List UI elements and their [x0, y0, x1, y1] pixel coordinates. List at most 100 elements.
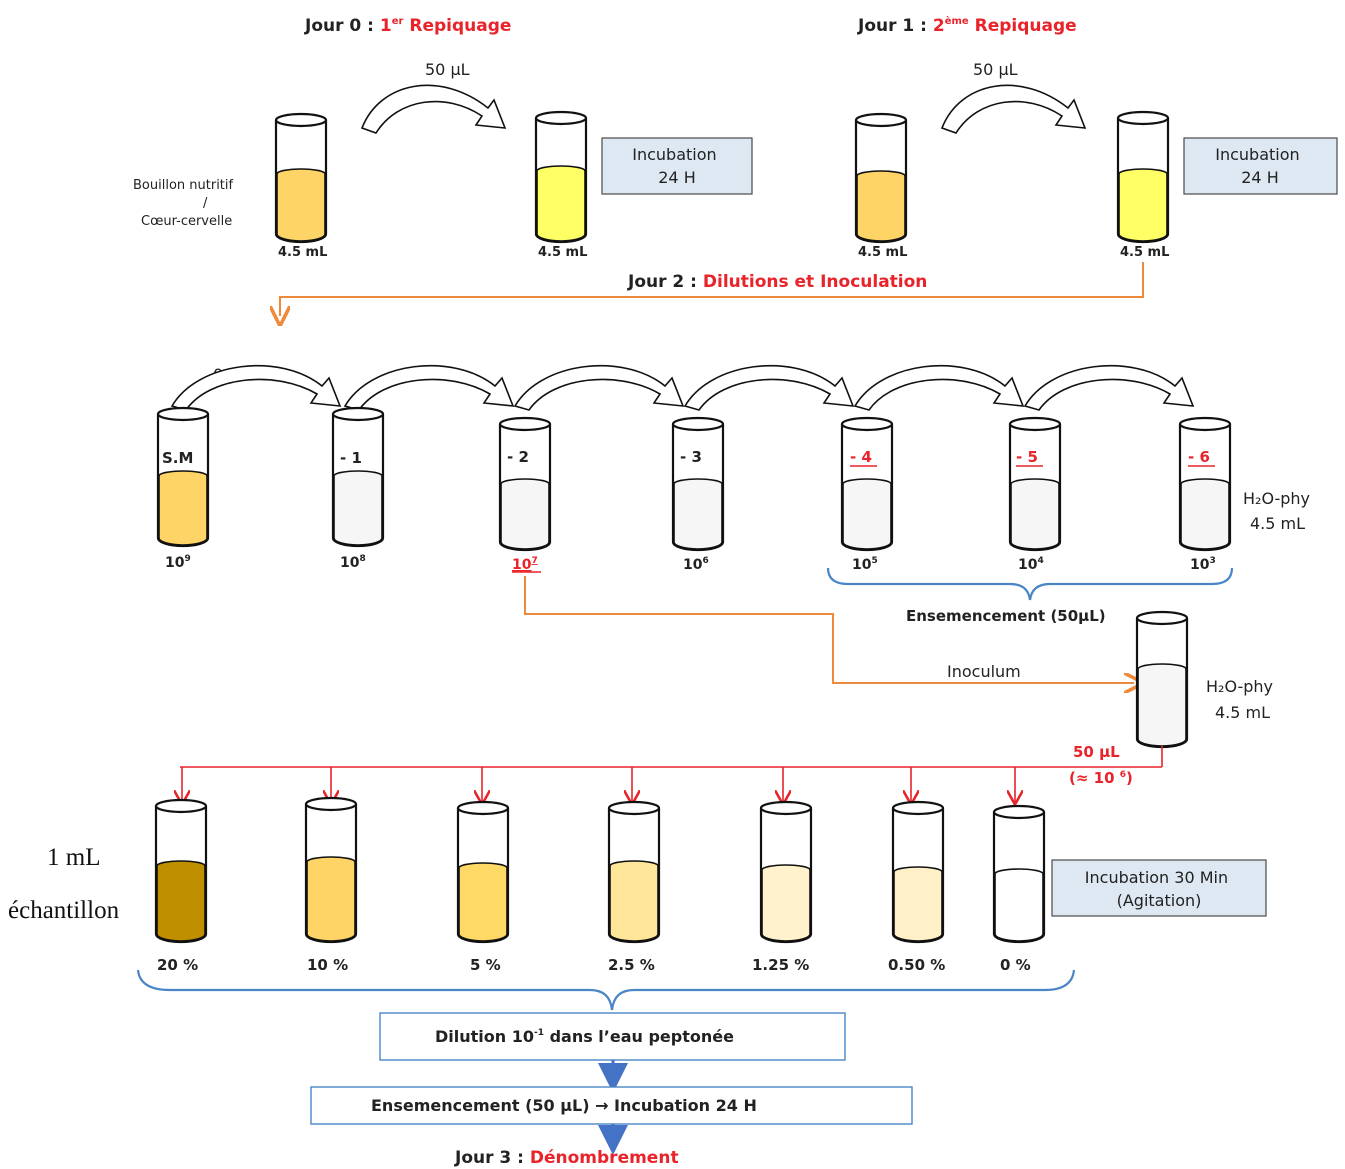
tube-liquid	[276, 168, 326, 242]
tube-liquid	[761, 864, 811, 942]
day0-incubation-label: Incubation 24 H	[632, 145, 722, 187]
sample-percentage: 2.5 %	[608, 956, 655, 974]
samples-brace	[136, 969, 1076, 1011]
sample-percentage: 0 %	[1000, 956, 1031, 974]
inoculum-arrow	[524, 576, 1134, 683]
plating-step-box	[310, 1086, 913, 1125]
dilution-step-label: Dilution 10-1 dans l’eau peptonée	[435, 1027, 734, 1046]
day1-incubation-box	[1183, 137, 1338, 195]
sample-incubation-label: Incubation 30 Min (Agitation)	[1085, 868, 1233, 910]
inoculum-volume: 50 µL	[1073, 743, 1120, 761]
dilution-tube-4: - 4 105	[840, 416, 894, 573]
dilution-arrow-2	[343, 364, 515, 411]
sample-tube-0: 20 %	[154, 798, 208, 974]
dilution-arrow-3	[513, 364, 685, 411]
day0-incubation-box	[601, 137, 753, 195]
dilution-tube-0: S.M 109	[156, 406, 210, 571]
tube-liquid	[333, 470, 383, 546]
concentration: 104	[1018, 556, 1044, 573]
tube-liquid	[673, 478, 723, 550]
day1-incubation-label: Incubation 24 H	[1215, 145, 1305, 187]
tube-liquid	[156, 860, 206, 942]
tube-liquid	[306, 856, 356, 942]
inoculum-tube	[1135, 610, 1189, 749]
day1-source-tube	[854, 112, 908, 244]
tube-label: - 2	[507, 448, 529, 466]
tube-label: - 1	[340, 449, 362, 467]
dilution-arrows	[170, 364, 1195, 411]
day1-volume-right: 4.5 mL	[1120, 245, 1169, 260]
tube-label: - 5	[1016, 448, 1038, 466]
sample-percentage: 1.25 %	[752, 956, 809, 974]
tube-liquid	[1180, 478, 1230, 550]
tube-label: - 6	[1188, 448, 1210, 466]
day0-title: Jour 0 : 1er Repiquage	[304, 16, 511, 36]
day2-title: Jour 2 : Dilutions et Inoculation	[627, 272, 927, 292]
dilution-arrow-6	[1023, 364, 1195, 411]
tube-label: - 3	[680, 448, 702, 466]
concentration: 105	[852, 556, 878, 573]
tube-liquid	[536, 165, 586, 242]
day0-source-tube	[274, 112, 328, 244]
dilution-arrow-4	[683, 364, 855, 411]
tube-liquid	[1118, 168, 1168, 242]
day2-connector-arrow	[280, 262, 1144, 316]
dilution-tube-1: - 1 108	[331, 406, 385, 571]
tube-liquid	[893, 866, 943, 942]
tube-liquid	[842, 478, 892, 550]
dilution-tube-5: - 5 104	[1008, 416, 1062, 573]
day3-title: Jour 3 : Dénombrement	[454, 1148, 679, 1168]
day0-transfer-volume: 50 µL	[425, 60, 470, 79]
day1-title: Jour 1 : 2ème Repiquage	[857, 15, 1077, 36]
dilution-tube-3: - 3 106	[671, 416, 725, 573]
sample-tube-1: 10 %	[304, 796, 358, 974]
tube-liquid	[609, 860, 659, 942]
sample-tube-6: 0 %	[992, 804, 1046, 974]
sample-percentage: 10 %	[307, 956, 348, 974]
tube-liquid	[500, 478, 550, 550]
dilution-step-box	[379, 1012, 846, 1061]
day0-volume-left: 4.5 mL	[278, 245, 327, 260]
dilution-arrow-5	[853, 364, 1025, 411]
sample-incubation-box	[1051, 859, 1267, 917]
day1-target-tube	[1116, 110, 1170, 244]
tube-liquid	[856, 170, 906, 242]
medium-label: Bouillon nutritif / Cœur-cervelle	[133, 178, 237, 229]
concentration: 107	[512, 556, 538, 573]
tube-liquid	[1010, 478, 1060, 550]
inoculum-approx: (≈ 10 6)	[1069, 769, 1133, 787]
plating-label: Ensemencement (50µL)	[906, 607, 1106, 625]
day0-target-tube	[534, 110, 588, 244]
concentration: 109	[165, 554, 191, 571]
plating-brace	[826, 567, 1234, 601]
distribution-lines	[180, 746, 1163, 803]
diluent-label: H₂O-phy 4.5 mL	[1243, 489, 1315, 533]
dilution-tube-2: - 2 107	[498, 416, 552, 573]
inoculum-diluent-label: H₂O-phy 4.5 mL	[1206, 677, 1278, 722]
sample-tube-3: 2.5 %	[607, 800, 661, 974]
sample-tube-2: 5 %	[456, 800, 510, 974]
tube-liquid	[1137, 663, 1187, 747]
sample-side-label: 1 mL échantillon	[8, 844, 120, 924]
day1-transfer-volume: 50 µL	[973, 60, 1018, 79]
tube-liquid	[458, 862, 508, 942]
day1-transfer-arrow	[940, 84, 1087, 134]
tube-liquid	[158, 470, 208, 546]
sample-percentage: 5 %	[470, 956, 501, 974]
tube-label: S.M	[162, 449, 193, 467]
concentration: 106	[683, 556, 709, 573]
sample-percentage: 0.50 %	[888, 956, 945, 974]
inoculum-label: Inoculum	[947, 662, 1021, 681]
sample-tube-4: 1.25 %	[752, 800, 813, 974]
dilution-tube-6: - 6 103	[1178, 416, 1232, 573]
day1-volume-left: 4.5 mL	[858, 245, 907, 260]
tube-label: - 4	[850, 448, 872, 466]
day0-transfer-arrow	[360, 84, 507, 134]
concentration: 108	[340, 554, 366, 571]
concentration: 103	[1190, 556, 1216, 573]
sample-percentage: 20 %	[157, 956, 198, 974]
sample-tube-5: 0.50 %	[888, 800, 945, 974]
dilution-arrow-1	[170, 364, 342, 411]
plating-step-label: Ensemencement (50 µL) → Incubation 24 H	[371, 1096, 757, 1115]
